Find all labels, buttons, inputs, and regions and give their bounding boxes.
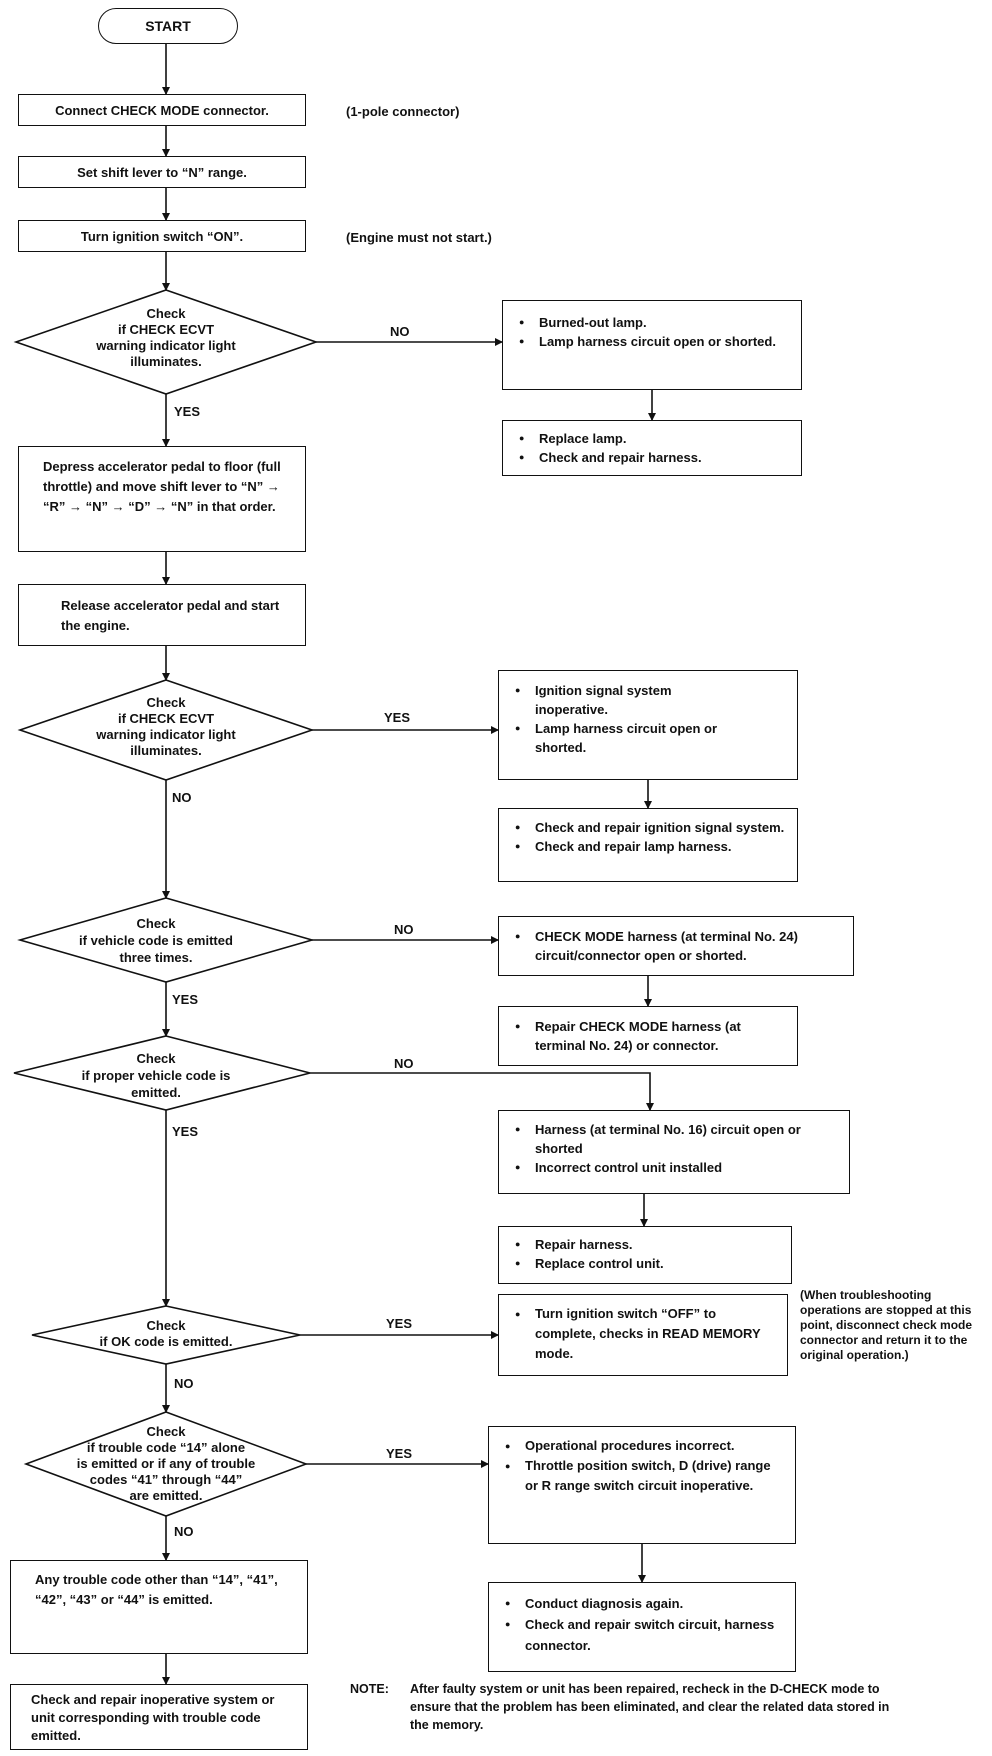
branch-label-yes: YES (172, 992, 199, 1007)
branch-label-no: NO (390, 324, 410, 339)
note-text: After faulty system or unit has been rep… (410, 1682, 890, 1732)
bullet-item: Check and repair harness. (513, 448, 791, 467)
decision-diamond (23, 1411, 309, 1517)
branch-label-no: NO (174, 1524, 194, 1539)
bullet-item: Conduct diagnosis again. (499, 1593, 785, 1614)
step-note-1-pole: (1-pole connector) (346, 104, 460, 119)
decision-diamond (31, 1305, 301, 1365)
side-note-troubleshooting-stopped: (When troubleshooting operations are sto… (800, 1288, 973, 1362)
decision-line: warning indicator light (96, 727, 236, 742)
bullet-item: Burned-out lamp. (513, 313, 791, 332)
decision-text-ok-code: Check if OK code is emitted. (46, 1318, 286, 1350)
note-label: NOTE: (350, 1682, 389, 1696)
bullet-item: Lamp harness circuit open or shorted. (509, 719, 787, 757)
step-set-shift-lever: Set shift lever to “N” range. (18, 156, 306, 188)
decision-text-proper-vehicle-code: Check if proper vehicle code is emitted. (36, 1050, 276, 1101)
decision-line: if OK code is emitted. (99, 1334, 233, 1349)
decision-text-vehicle-code: Check if vehicle code is emitted three t… (36, 915, 276, 966)
branch-label-no: NO (174, 1376, 194, 1391)
decision-diamond (13, 1035, 311, 1111)
bullet-item: Replace control unit. (509, 1254, 781, 1273)
cause-box-operational-procedures: Operational procedures incorrect. Thrott… (488, 1426, 796, 1544)
start-terminal: START (98, 8, 238, 44)
cause-box-check-mode-harness: CHECK MODE harness (at terminal No. 24) … (498, 916, 854, 976)
decision-line: if trouble code “14” alone (86, 1440, 246, 1455)
decision-line: if vehicle code is emitted (79, 933, 233, 948)
bullet-item: Incorrect control unit installed (509, 1158, 839, 1177)
cause-box-ignition-signal: Ignition signal system inoperative. Lamp… (498, 670, 798, 780)
decision-diamond (13, 289, 319, 395)
decision-line: if proper vehicle code is (81, 1068, 231, 1083)
step-ignition-on: Turn ignition switch “ON”. (18, 220, 306, 252)
bullet-item: Harness (at terminal No. 16) circuit ope… (509, 1120, 839, 1158)
decision-line: Check (136, 1051, 176, 1066)
branch-label-no: NO (394, 1056, 414, 1071)
branch-label-yes: YES (386, 1316, 413, 1331)
decision-text-check-ecvt-1: Check if CHECK ECVT warning indicator li… (46, 306, 286, 370)
connector (310, 1072, 654, 1111)
branch-label-yes: YES (386, 1446, 413, 1461)
decision-line: Check (136, 916, 176, 931)
branch-label-yes: YES (172, 1124, 199, 1139)
decision-line: warning indicator light (96, 338, 236, 353)
action-box-ignition-repair: Check and repair ignition signal system.… (498, 808, 798, 882)
decision-line: Check (146, 695, 186, 710)
decision-line: if CHECK ECVT (117, 711, 215, 726)
decision-text-trouble-code-14: Check if trouble code “14” alone is emit… (26, 1424, 306, 1504)
decision-line: if CHECK ECVT (117, 322, 215, 337)
bullet-item: Replace lamp. (513, 429, 791, 448)
action-box-conduct-diagnosis: Conduct diagnosis again. Check and repai… (488, 1582, 796, 1672)
bullet-item: Throttle position switch, D (drive) rang… (499, 1456, 785, 1496)
bullet-item: Check and repair ignition signal system. (509, 818, 787, 837)
step-note-engine: (Engine must not start.) (346, 230, 492, 245)
decision-line: Check (146, 306, 186, 321)
step-depress-accelerator: Depress accelerator pedal to floor (full… (18, 446, 306, 552)
branch-label-yes: YES (384, 710, 411, 725)
cause-box-harness-terminal-16: Harness (at terminal No. 16) circuit ope… (498, 1110, 850, 1194)
bullet-item: Turn ignition switch “OFF” to complete, … (509, 1304, 777, 1364)
action-box-repair-harness: Repair harness. Replace control unit. (498, 1226, 792, 1284)
decision-line: codes “41” through “44” (89, 1472, 243, 1487)
branch-label-yes: YES (174, 404, 201, 419)
bullet-item: Operational procedures incorrect. (499, 1436, 785, 1456)
decision-line: are emitted. (129, 1488, 203, 1503)
decision-text-check-ecvt-2: Check if CHECK ECVT warning indicator li… (46, 695, 286, 759)
decision-line: illuminates. (130, 743, 202, 758)
step-release-accelerator: Release accelerator pedal and start the … (18, 584, 306, 646)
decision-line: Check (146, 1318, 186, 1333)
action-box-replace-lamp: Replace lamp. Check and repair harness. (502, 420, 802, 476)
bullet-item: Lamp harness circuit open or shorted. (513, 332, 791, 351)
decision-diamond (17, 679, 315, 781)
bullet-item: Repair harness. (509, 1235, 781, 1254)
cause-box-lamp: Burned-out lamp. Lamp harness circuit op… (502, 300, 802, 390)
branch-label-no: NO (172, 790, 192, 805)
step-check-repair-inoperative: Check and repair inoperative system or u… (10, 1684, 308, 1750)
branch-label-no: NO (394, 922, 414, 937)
decision-line: illuminates. (130, 354, 202, 369)
bullet-item: Check and repair switch circuit, harness… (499, 1614, 785, 1656)
bullet-item: CHECK MODE harness (at terminal No. 24) … (509, 927, 843, 965)
action-box-ignition-off: Turn ignition switch “OFF” to complete, … (498, 1294, 788, 1376)
decision-line: three times. (119, 950, 193, 965)
bullet-item: Repair CHECK MODE harness (at terminal N… (509, 1017, 787, 1055)
step-any-trouble-code: Any trouble code other than “14”, “41”, … (10, 1560, 308, 1654)
decision-line: Check (146, 1424, 186, 1439)
step-connect-check-mode: Connect CHECK MODE connector. (18, 94, 306, 126)
bullet-item: Check and repair lamp harness. (509, 837, 787, 856)
action-box-repair-check-mode: Repair CHECK MODE harness (at terminal N… (498, 1006, 798, 1066)
decision-diamond (17, 897, 315, 983)
bullet-item: Ignition signal system inoperative. (509, 681, 787, 719)
decision-line: is emitted or if any of trouble (76, 1456, 256, 1471)
decision-line: emitted. (131, 1085, 181, 1100)
